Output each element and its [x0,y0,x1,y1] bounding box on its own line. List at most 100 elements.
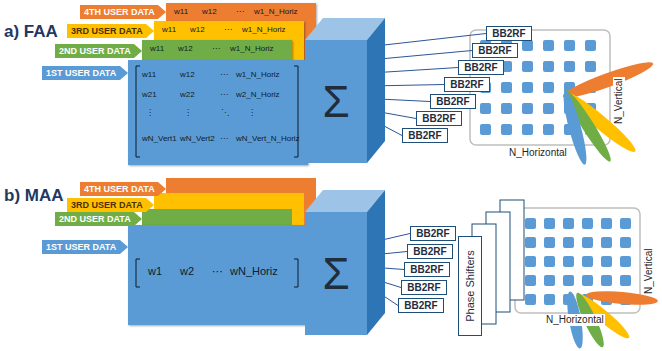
weight-entry: w1_N_Horiz [230,44,274,53]
signal-line [385,268,404,269]
bb2rf-label: BB2RF [417,112,461,125]
weight-entry: w1_N_Horiz [254,7,298,16]
bb2rf-box: BB2RF [398,298,444,313]
weight-layer: w11w12⋯w1_N_Horizw21w22⋯w2_N_Horiz⋮⋮⋱⋮wN… [128,60,308,165]
signal-line [385,113,416,119]
user-data-arrow: 2ND USER DATA [55,44,142,58]
arrow-fill [42,66,128,80]
phase-shifter-box: Phase Shifters [458,236,482,336]
weight-entry: wN_Vert2 [180,134,215,143]
weight-entry: ⋯ [212,265,223,278]
bb2rf-label: BB2RF [473,44,517,57]
weight-entry: w11 [162,25,176,34]
bb2rf-label: BB2RF [408,245,452,258]
bb2rf-box: BB2RF [410,226,456,241]
signal-line [385,51,472,59]
weight-entry: ⋮ [146,108,154,117]
weight-entry: wN_Horiz [230,265,278,277]
sum-symbol: Σ [305,40,367,163]
signal-line [385,34,486,45]
bracket-right [294,259,298,287]
weight-entry: ⋯ [220,134,228,143]
weight-entry: w12 [202,7,217,16]
dimension-label: N_Horizontal [545,314,605,326]
bb2rf-label: BB2RF [459,61,503,74]
arrow-fill [67,198,154,212]
bb2rf-label: BB2RF [445,78,489,91]
weight-entry: ⋯ [212,44,220,53]
user-data-arrow: 2ND USER DATA [55,212,142,226]
weight-entry: w12 [180,70,195,79]
panel-label: b) MAA [4,186,63,206]
bb2rf-box: BB2RF [404,262,450,277]
signal-line [385,283,401,288]
user-data-arrow: 4TH USER DATA [80,5,166,19]
bb2rf-box: BB2RF [402,128,448,143]
user-data-label: 4TH USER DATA [84,182,155,196]
weight-layer: w1w2⋯wN_Horiz [128,225,308,325]
cube-front [305,40,367,163]
cube-side [367,18,385,163]
arrow-fill [80,182,166,196]
weight-entry: w12 [178,44,193,53]
bb2rf-box: BB2RF [444,77,490,92]
arrow-fill [55,44,142,58]
user-data-arrow: 4TH USER DATA [80,182,166,196]
weight-entry: wN_Vert1 [142,134,177,143]
sum-symbol: Σ [305,212,367,335]
arrow-fill [67,24,154,38]
weight-entry: ⋯ [224,25,232,34]
weight-entry: w12 [190,25,205,34]
signal-line [385,297,398,306]
bb2rf-label: BB2RF [487,27,531,40]
bb2rf-box: BB2RF [430,94,476,109]
arrow-fill [42,240,128,254]
bb2rf-box: BB2RF [472,43,518,58]
weight-entry: wN_Vert_N_Horiz [236,134,300,143]
user-data-label: 4TH USER DATA [84,5,155,19]
cube-front [305,212,367,335]
cube-side [367,190,385,335]
bracket-left [136,66,140,157]
bb2rf-box: BB2RF [416,111,462,126]
user-data-label: 2ND USER DATA [59,212,131,226]
signal-line [385,252,407,254]
signal-line [385,99,430,101]
user-data-label: 3RD USER DATA [71,24,143,38]
weight-entry: w22 [180,90,195,99]
weight-entry: w11 [142,70,156,79]
bracket-right [294,66,298,157]
user-data-label: 2ND USER DATA [59,44,131,58]
bb2rf-label: BB2RF [402,281,446,294]
bb2rf-box: BB2RF [407,244,453,259]
user-data-label: 1ST USER DATA [46,66,116,80]
weight-entry: ⋯ [220,90,228,99]
signal-line [385,68,458,73]
weight-entry: ⋮ [184,108,192,117]
weight-entry: ⋯ [220,70,228,79]
weight-entry: w1_N_Horiz [242,25,286,34]
user-data-arrow: 1ST USER DATA [42,240,128,254]
user-data-label: 3RD USER DATA [71,198,143,212]
phase-shifter-label: Phase Shifters [459,240,481,332]
bb2rf-label: BB2RF [411,227,455,240]
user-data-arrow: 3RD USER DATA [67,24,154,38]
user-data-arrow: 1ST USER DATA [42,66,128,80]
arrow-fill [80,5,166,19]
weight-entry: w2 [180,265,194,277]
bb2rf-box: BB2RF [458,60,504,75]
summation-block: Σ [305,190,385,335]
arrow-fill [55,212,142,226]
weight-entry: w21 [142,90,157,99]
weight-entry: ⋯ [236,7,244,16]
bb2rf-box: BB2RF [401,280,447,295]
signal-line [385,85,444,86]
bb2rf-label: BB2RF [405,263,449,276]
dimension-label: N_Vertical [643,247,655,295]
user-data-arrow: 3RD USER DATA [67,198,154,212]
bb2rf-label: BB2RF [403,129,447,142]
dimension-label: N_Vertical [613,77,625,125]
summation-block: Σ [305,18,385,163]
weight-entry: w11 [174,7,188,16]
signal-line [385,234,410,240]
